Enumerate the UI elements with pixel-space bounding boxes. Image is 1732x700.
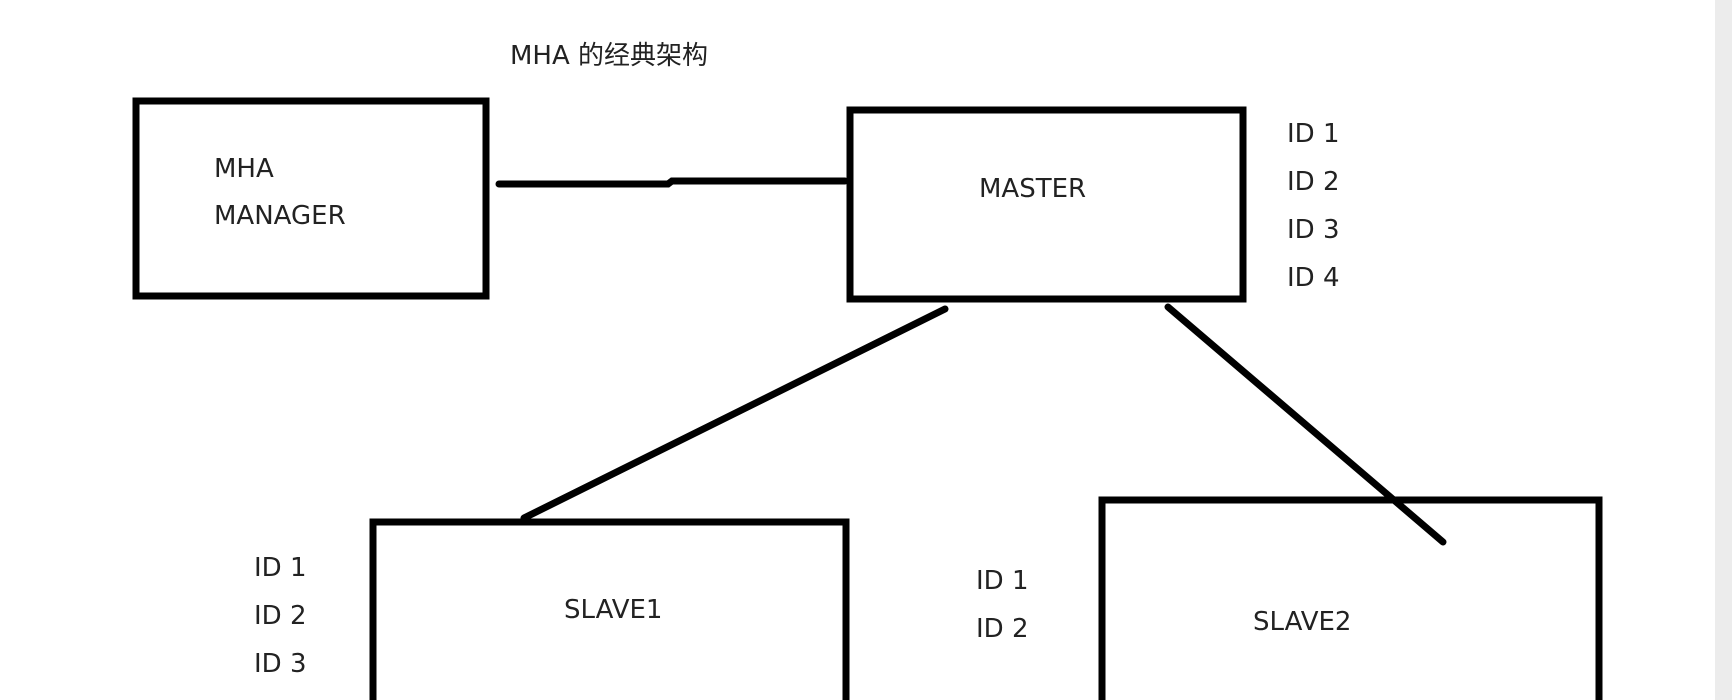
slave1-id-2: ID 2 — [254, 601, 307, 631]
master-id-4: ID 4 — [1287, 263, 1340, 293]
master-box — [846, 106, 1247, 303]
master-id-3: ID 3 — [1287, 215, 1340, 245]
manager-label-line2: MANAGER — [214, 201, 346, 231]
master-label: MASTER — [979, 174, 1086, 204]
slave2-label: SLAVE2 — [1253, 607, 1351, 637]
master-id-2: ID 2 — [1287, 167, 1340, 197]
slave2-box — [1098, 496, 1603, 700]
diagram-title: MHA 的经典架构 — [510, 41, 708, 71]
master-slave1-connector — [520, 305, 949, 522]
slave1-label: SLAVE1 — [564, 595, 662, 625]
master-slave2-connector — [1164, 303, 1447, 546]
slave1-id-3: ID 3 — [254, 649, 307, 679]
slave2-id-1: ID 1 — [976, 566, 1029, 596]
slave2-id-2: ID 2 — [976, 614, 1029, 644]
manager-master-connector — [495, 177, 849, 188]
master-id-1: ID 1 — [1287, 119, 1340, 149]
scrollbar-track[interactable] — [1715, 0, 1732, 700]
slave1-box — [369, 518, 850, 700]
slave1-id-1: ID 1 — [254, 553, 307, 583]
manager-box — [132, 97, 490, 300]
manager-label-line1: MHA — [214, 154, 274, 184]
